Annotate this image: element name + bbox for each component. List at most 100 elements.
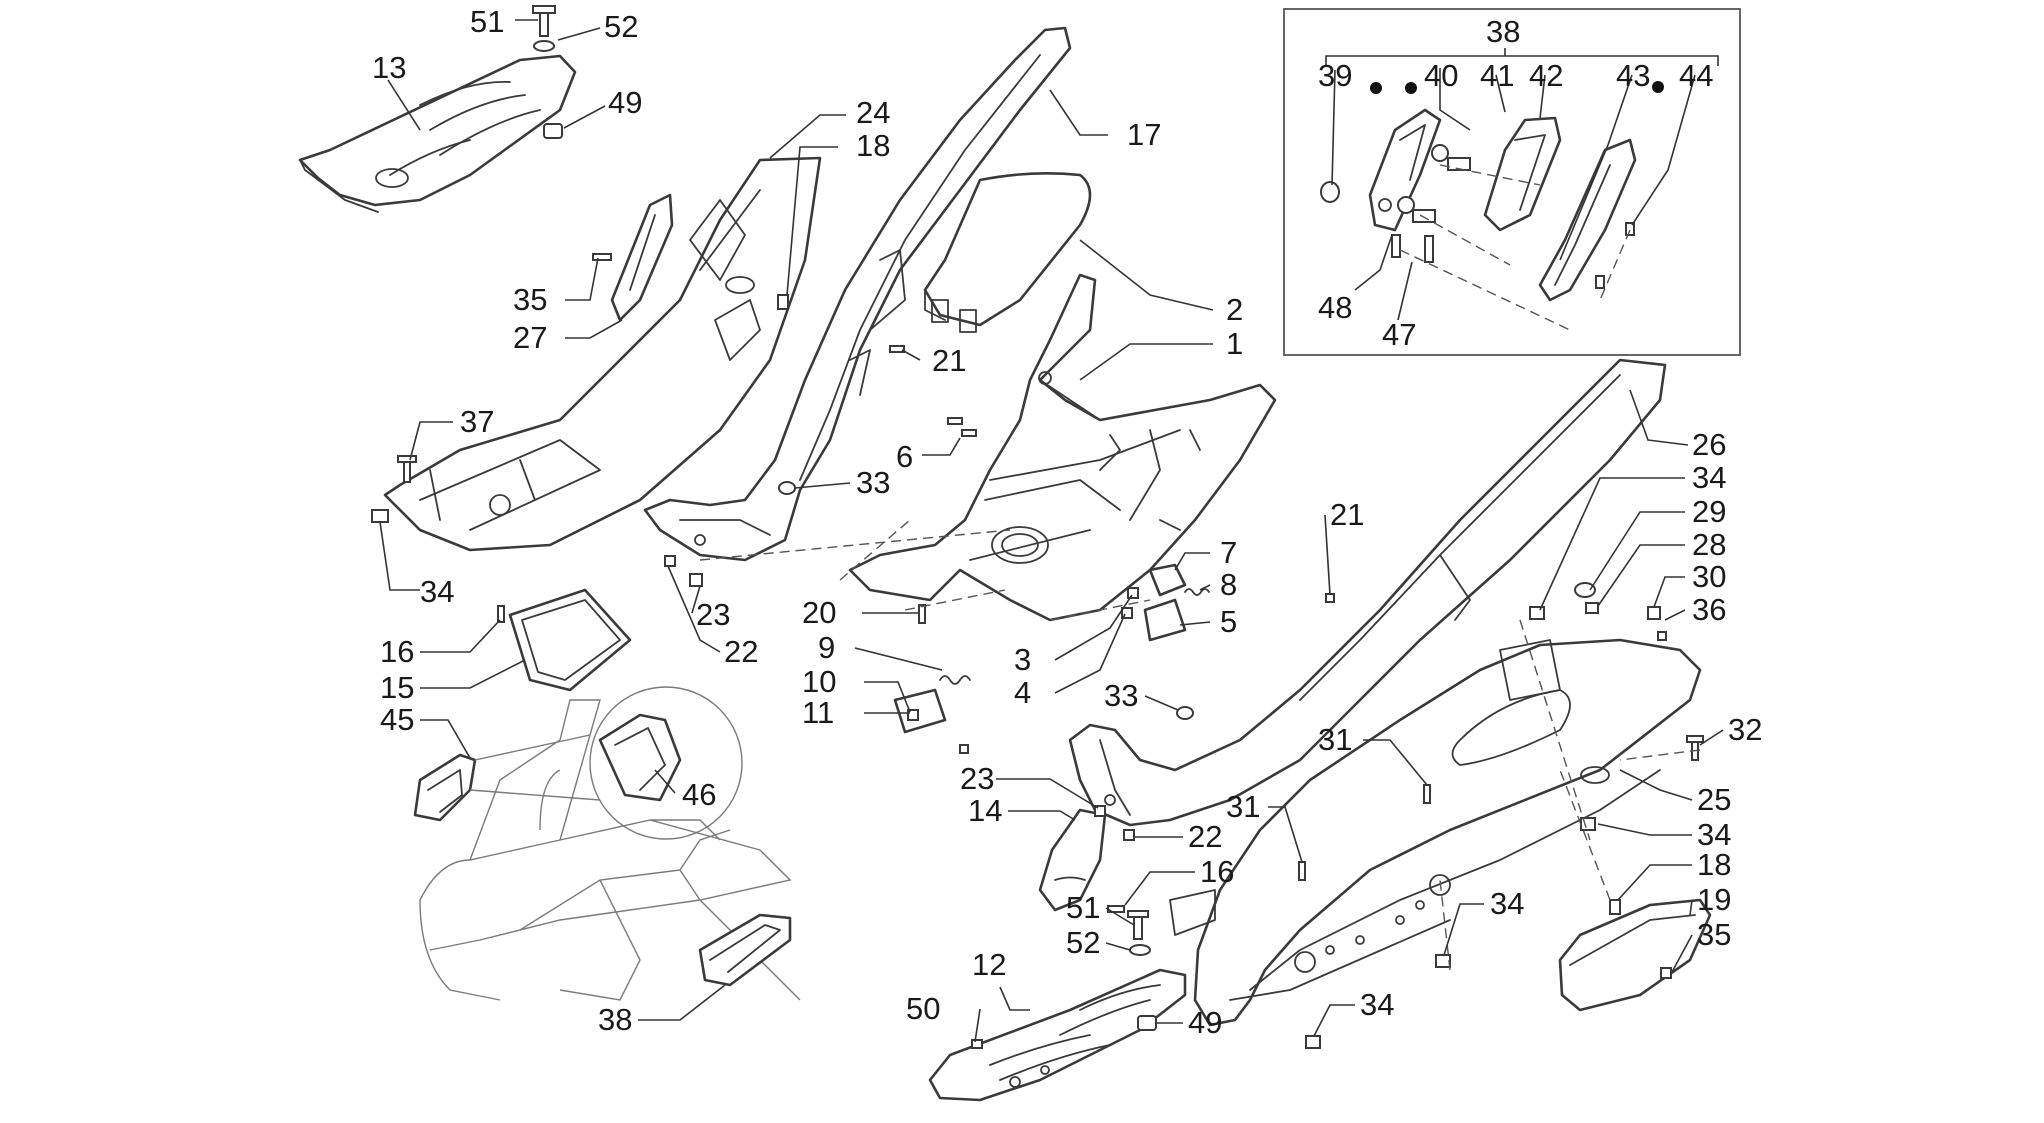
label-1: 1 [1226, 326, 1243, 361]
label-24: 24 [856, 95, 890, 130]
label-48: 48 [1318, 290, 1352, 325]
label-35: 35 [1697, 917, 1731, 952]
clip-23b [1094, 805, 1106, 817]
label-9: 9 [818, 630, 835, 665]
screw-50 [971, 1039, 983, 1049]
callout-labels: 51 52 13 49 24 18 17 35 27 21 2 1 6 33 3… [372, 4, 1762, 1040]
label-22: 22 [724, 634, 758, 669]
detail-zoom [413, 686, 743, 840]
latch-plate-5 [1143, 598, 1187, 642]
label-16: 16 [1200, 854, 1234, 889]
label-14: 14 [968, 793, 1002, 828]
label-3: 3 [1014, 642, 1031, 677]
label-22: 22 [1188, 819, 1222, 854]
label-36: 36 [1692, 592, 1726, 627]
screw-35a [592, 253, 612, 261]
label-43: 43 [1616, 58, 1650, 93]
label-23: 23 [960, 761, 994, 796]
label-47: 47 [1382, 317, 1416, 352]
label-49: 49 [608, 85, 642, 120]
label-11: 11 [802, 695, 834, 730]
footrest-13 [298, 54, 577, 213]
clip-22b [1123, 829, 1135, 841]
label-10: 10 [802, 664, 836, 699]
clip-30 [1647, 606, 1661, 620]
label-34: 34 [420, 574, 454, 609]
label-30: 30 [1692, 559, 1726, 594]
screw-11 [907, 709, 969, 754]
label-41: 41 [1480, 58, 1514, 93]
label-51: 51 [470, 4, 504, 39]
label-32: 32 [1728, 712, 1762, 747]
washer-29 [1574, 582, 1596, 598]
frame-sketch [419, 699, 801, 1001]
label-29: 29 [1692, 494, 1726, 529]
label-2: 2 [1226, 292, 1243, 327]
label-21: 21 [1330, 497, 1364, 532]
label-34: 34 [1692, 460, 1726, 495]
label-23: 23 [696, 597, 730, 632]
bolt-51b [1127, 910, 1149, 940]
cover-19 [1558, 898, 1712, 1012]
label-38: 38 [1486, 14, 1520, 49]
clip-18b [1609, 899, 1621, 915]
guide-lines-right [1439, 619, 1701, 971]
label-31: 31 [1318, 722, 1352, 757]
label-20: 20 [802, 595, 836, 630]
label-31: 31 [1226, 789, 1260, 824]
side-panel-26 [1068, 358, 1667, 827]
label-27: 27 [513, 320, 547, 355]
label-34: 34 [1360, 987, 1394, 1022]
nut-33a [778, 481, 796, 495]
cover-27 [610, 193, 674, 322]
clip-34a [371, 509, 389, 523]
screw-31a [1423, 784, 1431, 804]
label-45: 45 [380, 702, 414, 737]
label-18: 18 [856, 128, 890, 163]
frame-rail-17 [643, 26, 1072, 562]
lid-2 [923, 172, 1092, 333]
floor-panel-25 [1169, 638, 1702, 1027]
screw-32 [1686, 735, 1704, 761]
washer-52a [533, 40, 555, 52]
screw-3 [1127, 587, 1139, 599]
clip-23a [689, 573, 703, 587]
inset-box-38 [1283, 8, 1741, 356]
latch-7 [1148, 563, 1187, 597]
screw-31b [1298, 861, 1306, 881]
label-28: 28 [1692, 527, 1726, 562]
label-21: 21 [932, 343, 966, 378]
label-6: 6 [896, 439, 913, 474]
label-51: 51 [1066, 890, 1100, 925]
footrest-12 [928, 968, 1187, 1102]
label-37: 37 [460, 404, 494, 439]
cover-15 [508, 588, 632, 692]
label-44: 44 [1679, 58, 1713, 93]
central-body-1 [848, 273, 1277, 622]
label-52: 52 [1066, 925, 1100, 960]
label-42: 42 [1529, 58, 1563, 93]
label-12: 12 [972, 947, 1006, 982]
nut-33b [1176, 706, 1194, 720]
leader-lines [379, 19, 1724, 1043]
label-7: 7 [1220, 535, 1237, 570]
screw-20 [918, 604, 926, 624]
screws-6 [947, 417, 977, 437]
label-16: 16 [380, 634, 414, 669]
screw-21a [889, 345, 905, 353]
cover-14 [1038, 808, 1107, 912]
label-38: 38 [598, 1002, 632, 1037]
spring-8 [1184, 588, 1210, 596]
label-26: 26 [1692, 427, 1726, 462]
label-33: 33 [856, 465, 890, 500]
handle-38 [698, 913, 792, 987]
nut-49b [1137, 1015, 1157, 1031]
label-49: 49 [1188, 1005, 1222, 1040]
label-19: 19 [1697, 882, 1731, 917]
label-52: 52 [604, 9, 638, 44]
clip-22a [664, 555, 676, 567]
bolt-51a [532, 5, 556, 37]
clip-18a [777, 294, 789, 310]
spring-9 [939, 675, 971, 685]
